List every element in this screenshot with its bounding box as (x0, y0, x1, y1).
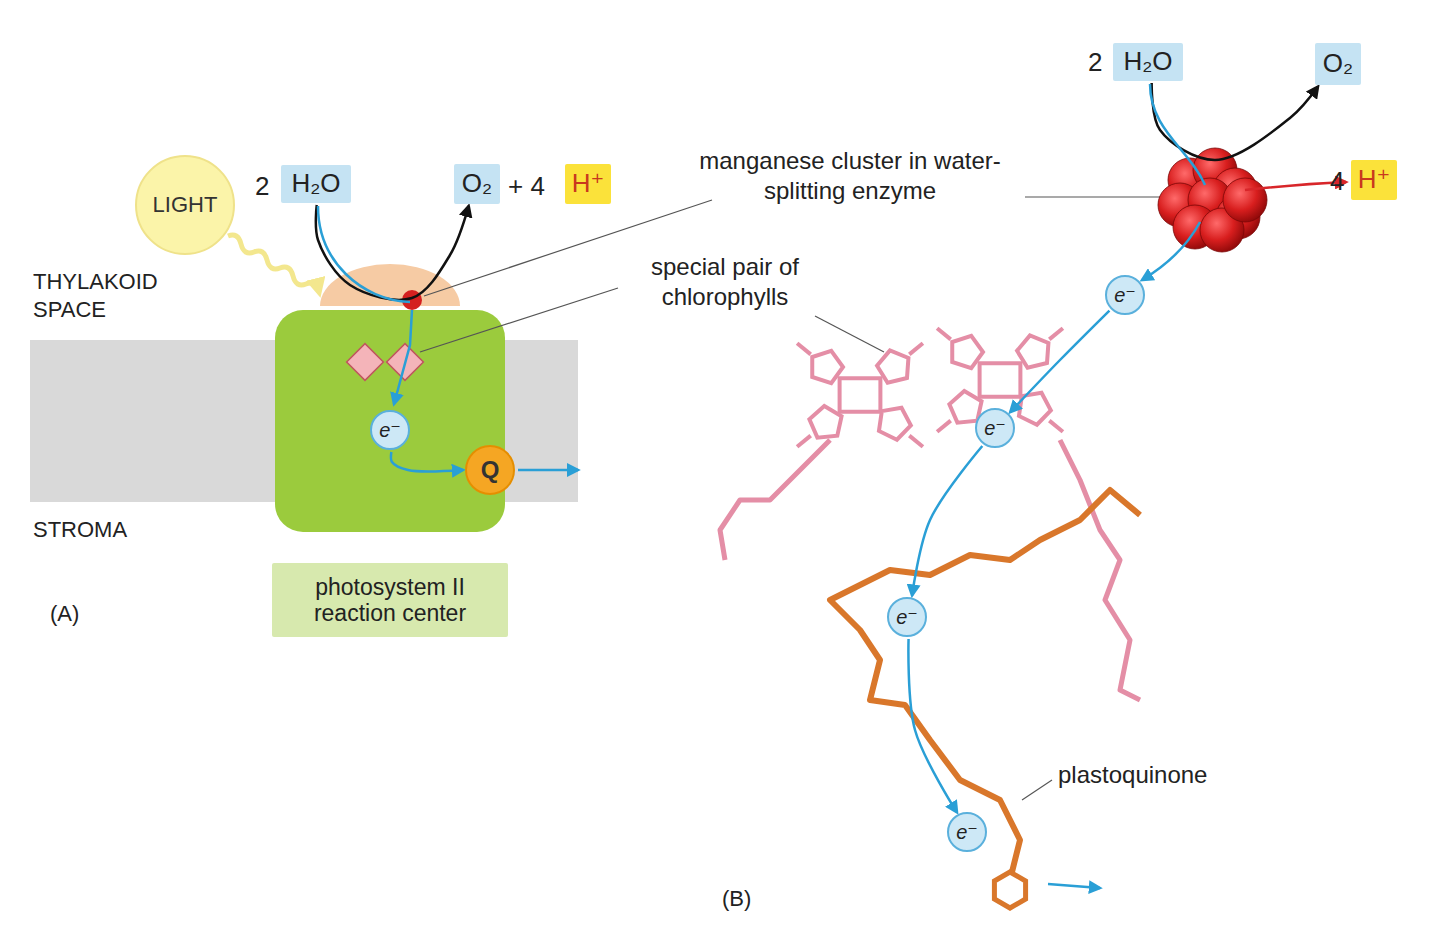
node-text: H₂O (1123, 47, 1172, 77)
leader-line (1022, 780, 1052, 800)
node-text: Q (481, 456, 500, 484)
manganese-cluster (1158, 148, 1267, 252)
pyrrole-ring (809, 406, 841, 438)
pyrrole-ring (877, 350, 908, 382)
leader-line (1025, 196, 1178, 197)
side-group (1049, 421, 1063, 432)
node-text: LIGHT (153, 192, 218, 217)
pyrrole-ring (879, 408, 911, 440)
panel-label: (A) (50, 600, 79, 628)
node-text: H₂O (291, 169, 340, 199)
panel-label: (B) (722, 885, 751, 913)
electron-exit-arrow (518, 469, 578, 472)
electron-path (1142, 222, 1200, 280)
electron-transfer-arrow (1010, 311, 1109, 413)
side-group (797, 343, 811, 354)
plastoquinone-molecule (830, 490, 1140, 908)
molecule-box: O₂ (1315, 43, 1361, 85)
leader-line (815, 316, 884, 352)
reaction-arrow (316, 205, 469, 300)
side-group (909, 343, 923, 354)
reaction-arrow (1152, 83, 1318, 160)
coefficient: + 4 (508, 170, 545, 203)
molecule-box: H₂O (281, 165, 351, 203)
quinone-ring (994, 872, 1025, 908)
node-text: e⁻ (896, 606, 918, 629)
phytol-tail (1060, 440, 1140, 700)
node-text: e⁻ (1114, 284, 1136, 307)
electron-circle: e⁻ (947, 812, 987, 852)
node-text: e⁻ (379, 419, 401, 442)
node-text: photosystem II reaction center (279, 574, 501, 627)
coefficient: 2 (255, 170, 269, 203)
reaction-center-complex (275, 310, 505, 532)
pyrrole-ring (812, 351, 843, 383)
electron-transfer-arrow (912, 446, 982, 596)
caption-box: photosystem II reaction center (272, 563, 508, 637)
compartment-label: STROMA (33, 516, 127, 544)
electron-circle: e⁻ (370, 410, 410, 450)
chlorophyll-diamond (347, 344, 384, 381)
electron-path (394, 310, 412, 404)
water-electron-path (318, 206, 410, 302)
quinone-circle: Q (465, 445, 515, 495)
porphyrin-core (980, 363, 1021, 397)
electron-transfer-arrow (391, 452, 463, 471)
light-source: LIGHT (135, 155, 235, 255)
callout-label: special pair of chlorophylls (620, 252, 830, 312)
node-text: O₂ (1323, 49, 1353, 79)
isoprenoid-chain (830, 490, 1140, 872)
compartment-label: THYLAKOID SPACE (33, 268, 213, 323)
electron-transfer-arrow (908, 639, 957, 812)
node-text: H⁺ (572, 169, 605, 199)
callout-label: plastoquinone (1058, 760, 1207, 790)
callout-label: manganese cluster in water-splitting enz… (680, 146, 1020, 206)
node-text: e⁻ (984, 417, 1006, 440)
electron-circle: e⁻ (1105, 275, 1145, 315)
node-text: H⁺ (1358, 165, 1391, 195)
light-wave (228, 235, 319, 292)
pyrrole-ring (1017, 335, 1048, 367)
electron-circle: e⁻ (975, 408, 1015, 448)
manganese-atom (1223, 178, 1267, 222)
side-group (937, 328, 951, 339)
proton-box: H⁺ (1351, 160, 1398, 200)
molecule-box: O₂ (454, 164, 500, 204)
leader-line (420, 288, 618, 352)
side-group (937, 421, 951, 432)
porphyrin-core (840, 378, 881, 412)
electron-circle: e⁻ (887, 597, 927, 637)
node-text: O₂ (462, 169, 492, 199)
chlorophyll-molecules (720, 328, 1140, 700)
coefficient: 4 (1330, 165, 1344, 198)
side-group (797, 436, 811, 447)
pyrrole-ring (952, 336, 983, 368)
water-electron-path (1150, 84, 1205, 185)
node-text: e⁻ (956, 821, 978, 844)
phytol-tail (720, 440, 830, 560)
proton-box: H⁺ (565, 164, 612, 204)
electron-exit-arrow (1048, 884, 1100, 888)
molecule-box: H₂O (1113, 43, 1183, 81)
coefficient: 2 (1088, 46, 1102, 79)
side-group (1049, 328, 1063, 339)
side-group (909, 436, 923, 447)
